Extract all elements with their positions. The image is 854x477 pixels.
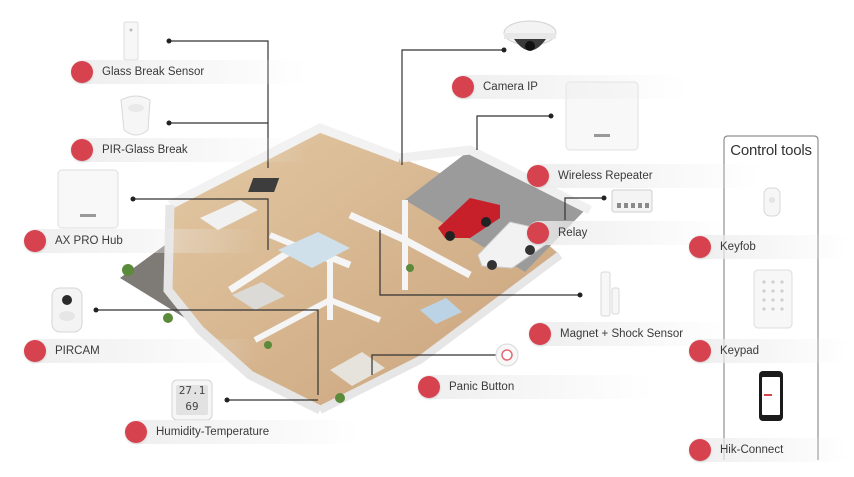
label-dot: [418, 376, 440, 398]
garage-wall: [399, 145, 593, 215]
relay-device: [611, 189, 653, 213]
car-red: [438, 198, 500, 241]
ax-pro-hub-device: [57, 169, 119, 229]
camera-ip-device: [503, 20, 557, 51]
label-hik-connect[interactable]: Hik-Connect: [689, 438, 849, 462]
label-dot: [529, 323, 551, 345]
magnet-shock-sensor-device: [600, 271, 620, 317]
connector-magnet: [379, 230, 580, 296]
pir-glass-break-device: [120, 95, 151, 136]
connector-repeater: [476, 115, 551, 150]
label-dot: [24, 230, 46, 252]
label-dot: [71, 139, 93, 161]
hik-connect-phone: [759, 371, 783, 421]
plant: [264, 341, 272, 349]
label-text: Camera IP: [483, 81, 538, 93]
bathroom: [278, 232, 350, 268]
label-ax-pro-hub[interactable]: AX PRO Hub: [24, 229, 260, 253]
label-text: AX PRO Hub: [55, 235, 123, 247]
outer-wall-left: [163, 204, 323, 415]
table: [248, 178, 280, 192]
label-dot: [527, 165, 549, 187]
keypad-device: [753, 269, 793, 329]
plant: [335, 393, 345, 403]
label-dot: [689, 439, 711, 461]
thermometer-humidity: 69: [185, 400, 199, 413]
bed: [232, 282, 285, 310]
label-dot: [71, 61, 93, 83]
outer-wall-bottom: [318, 251, 563, 414]
control-tools-panel: [723, 135, 819, 460]
label-text: Keyfob: [720, 241, 756, 253]
label-text: Magnet + Shock Sensor: [560, 328, 684, 340]
label-dot: [689, 236, 711, 258]
label-text: Keypad: [720, 345, 760, 357]
label-text: Hik-Connect: [720, 444, 784, 456]
label-humidity-temperature[interactable]: Humidity-Temperature: [125, 420, 361, 444]
sofa: [200, 200, 258, 230]
label-keypad[interactable]: Keypad: [689, 339, 849, 363]
connector-glass-break: [169, 40, 269, 168]
label-text: Humidity-Temperature: [156, 426, 270, 438]
connector-pircam: [96, 309, 319, 395]
inner-wall: [253, 296, 382, 343]
label-pircam[interactable]: PIRCAM: [24, 339, 260, 363]
label-glass-break-sensor[interactable]: Glass Break Sensor: [71, 60, 307, 84]
label-dot: [527, 222, 549, 244]
plant: [163, 313, 173, 323]
label-text: PIR-Glass Break: [102, 144, 188, 156]
humidity-temperature-device: [171, 379, 213, 421]
plant: [122, 264, 134, 276]
wireless-repeater-device: [565, 81, 639, 151]
label-text: Relay: [558, 227, 588, 239]
label-dot: [125, 421, 147, 443]
connector-relay: [564, 197, 604, 220]
control-tools-title: Control tools: [730, 142, 812, 159]
label-dot: [689, 340, 711, 362]
glass-break-sensor-device: [123, 21, 139, 61]
connector-camera: [401, 49, 504, 165]
label-text: Panic Button: [449, 381, 515, 393]
bed: [420, 298, 462, 324]
bed: [330, 352, 385, 386]
connector-lines: [96, 40, 604, 401]
label-panic-button[interactable]: Panic Button: [418, 375, 654, 399]
label-text: Wireless Repeater: [558, 170, 653, 182]
connector-hub: [133, 198, 269, 250]
label-dot: [452, 76, 474, 98]
plant: [406, 264, 414, 272]
keyfob-device: [763, 187, 781, 217]
panic-button-device: [495, 343, 519, 367]
label-wireless-repeater[interactable]: Wireless Repeater: [527, 164, 763, 188]
label-text: PIRCAM: [55, 345, 100, 357]
label-pir-glass-break[interactable]: PIR-Glass Break: [71, 138, 307, 162]
thermometer-temperature: 27.1: [178, 384, 206, 397]
label-keyfob[interactable]: Keyfob: [689, 235, 849, 259]
label-dot: [24, 340, 46, 362]
label-camera-ip[interactable]: Camera IP: [452, 75, 688, 99]
connector-panic: [371, 354, 505, 375]
pircam-device: [51, 287, 83, 333]
outer-wall: [167, 123, 402, 210]
house-model: [120, 123, 593, 415]
label-text: Glass Break Sensor: [102, 66, 205, 78]
